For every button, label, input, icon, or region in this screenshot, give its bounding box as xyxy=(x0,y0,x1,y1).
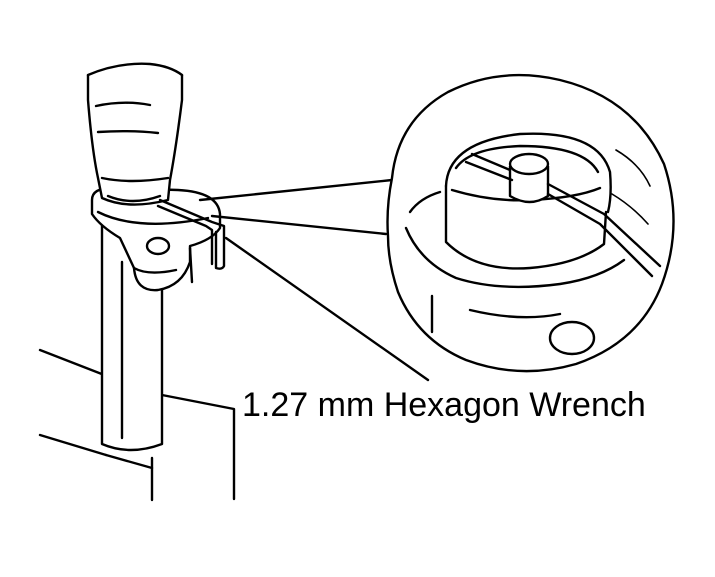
detail-magnifier xyxy=(386,73,675,373)
work-block xyxy=(38,348,236,502)
hexagon-wrench-small xyxy=(156,198,226,270)
wrench-callout-label: 1.27 mm Hexagon Wrench xyxy=(242,386,646,424)
callout-lines xyxy=(198,178,430,382)
tool-sleeve xyxy=(86,62,184,206)
